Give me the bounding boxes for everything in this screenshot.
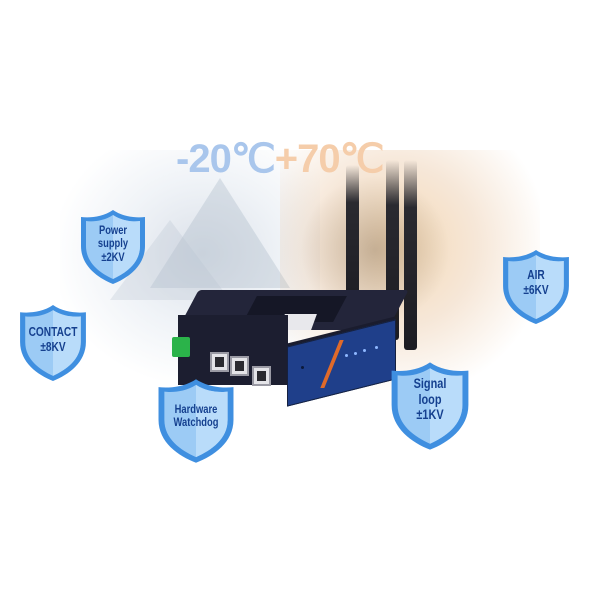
badge-line: supply (97, 236, 129, 251)
badge-power-supply: Power supply ±2KV (78, 208, 148, 286)
mountain-peak (150, 178, 290, 288)
shield-icon (81, 210, 145, 284)
hot-temperature: +70℃ (274, 137, 385, 181)
shield-icon (158, 379, 234, 463)
shield-icon (391, 362, 469, 450)
badge-line: ±1KV (416, 406, 444, 423)
badge-contact: CONTACT ±8KV (17, 303, 89, 383)
power-terminal-block (172, 337, 190, 357)
badge-line: Signal (413, 375, 447, 391)
badge-line: CONTACT (28, 324, 78, 339)
status-led (345, 354, 348, 357)
badge-line: ±6KV (523, 281, 549, 297)
antenna-3 (404, 160, 417, 350)
badge-line: Watchdog (173, 415, 219, 430)
cold-temperature: -20℃ (176, 137, 276, 181)
badge-line: loop (418, 390, 442, 407)
badge-line: AIR (527, 267, 545, 282)
ethernet-port-2 (230, 356, 249, 376)
ethernet-port-1 (210, 352, 229, 372)
status-led (363, 349, 366, 352)
badge-air: AIR ±6KV (500, 248, 572, 326)
badge-hardware-watchdog: Hardware Watchdog (155, 377, 237, 465)
antenna-1 (346, 165, 359, 315)
badge-signal-loop: Signal loop ±1KV (388, 360, 472, 452)
badge-line: Hardware (174, 402, 218, 416)
badge-line: ±8KV (40, 338, 66, 354)
ethernet-port-3 (252, 366, 271, 386)
status-led (301, 366, 304, 369)
shield-icon (20, 305, 86, 381)
temperature-range-heading: -20℃+70℃ (176, 136, 385, 182)
status-led (354, 352, 357, 355)
status-led (375, 346, 378, 349)
badge-line: Power (98, 223, 128, 237)
badge-line: ±2KV (101, 249, 125, 264)
shield-icon (503, 250, 569, 324)
